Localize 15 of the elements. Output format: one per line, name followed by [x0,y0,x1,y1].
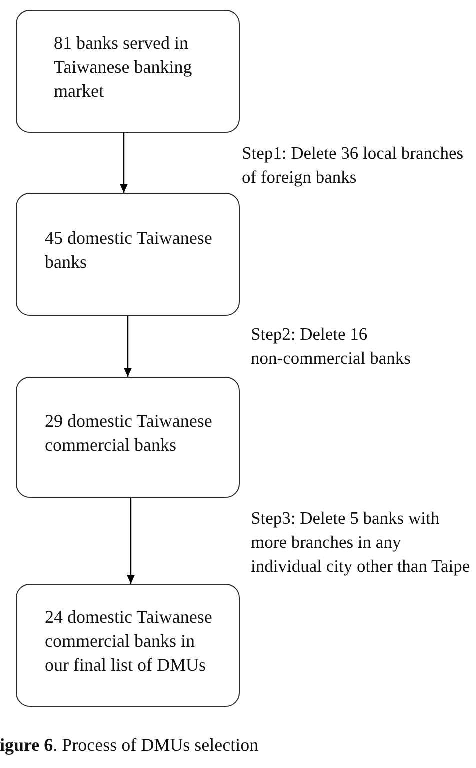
arrow [120,133,128,193]
figure-caption: igure 6. Process of DMUs selection [0,734,259,757]
box-text: 24 domestic Taiwanese commercial banks in our final list of DMUs [45,606,214,677]
step-note: Step3: Delete 5 banks with more branches in any individual city other than Taipe [251,507,472,578]
step-note: Step1: Delete 36 local branches of foreign banks [242,142,465,189]
box-text: 45 domestic Taiwanese banks [45,227,214,274]
box-text: 81 banks served in Taiwanese banking market [54,32,194,103]
arrow [124,316,132,377]
process-box [16,10,240,133]
process-box [16,193,240,316]
process-box [16,377,240,498]
process-box [16,584,240,707]
arrow [126,498,136,584]
box-text: 29 domestic Taiwanese commercial banks [45,410,214,457]
step-note: Step2: Delete 16 non-commercial banks [251,323,412,370]
